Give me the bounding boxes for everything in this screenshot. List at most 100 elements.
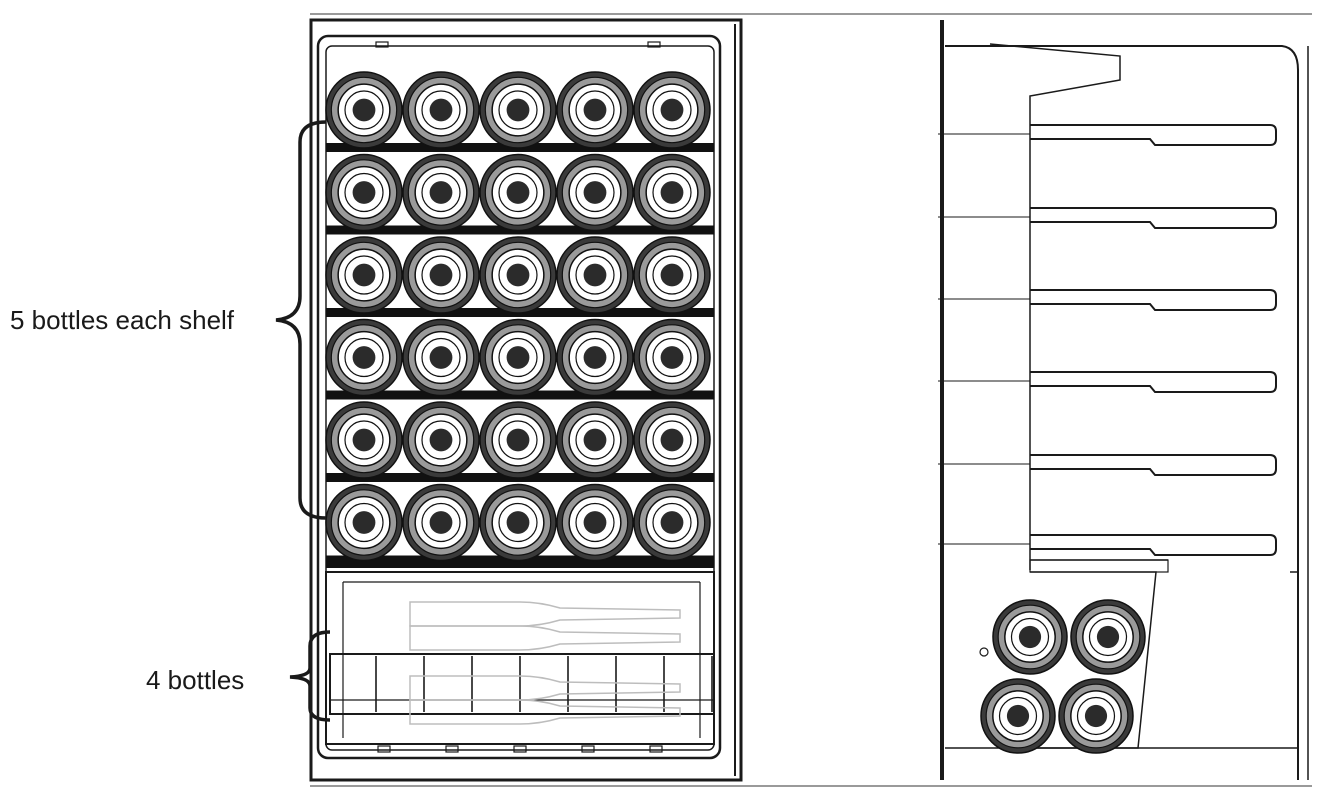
bottom-brace — [289, 630, 331, 722]
bottle — [992, 599, 1068, 675]
bottle-cork — [583, 263, 607, 287]
bottle — [325, 401, 403, 479]
bottle — [556, 483, 634, 562]
bottom-clip — [445, 745, 459, 753]
bottle — [633, 153, 711, 232]
bottle-cork — [1006, 704, 1030, 728]
bottle-cork — [583, 511, 607, 534]
bottle — [402, 318, 480, 397]
top-clip — [647, 41, 661, 48]
side-shelf — [1030, 207, 1277, 229]
bottle-cork — [583, 98, 607, 122]
bottom-clip — [377, 745, 391, 753]
bottle — [325, 483, 403, 562]
bottle-cork — [429, 428, 453, 452]
bottle — [479, 483, 557, 562]
ghost-bottle — [409, 699, 681, 725]
bottle — [325, 71, 403, 149]
bottle — [633, 236, 711, 314]
bottle-cork — [583, 181, 607, 204]
bottle — [556, 153, 634, 232]
bottle-cork — [660, 511, 684, 534]
bottle-cork — [429, 98, 453, 122]
side-shelf — [1030, 289, 1277, 311]
ghost-bottle — [409, 625, 681, 651]
side-shelf — [1030, 534, 1277, 556]
side-view — [940, 20, 1309, 780]
side-screw — [979, 647, 989, 657]
bottle-cork — [1084, 704, 1108, 728]
front-outer-frame — [309, 18, 743, 782]
bottle-cork — [1096, 625, 1120, 649]
bottle — [479, 153, 557, 232]
bottom-clip — [581, 745, 595, 753]
bottle — [633, 401, 711, 479]
bottle-cork — [660, 263, 684, 287]
ghost-bottle — [409, 675, 681, 701]
bottle — [479, 401, 557, 479]
bottle-cork — [352, 346, 376, 369]
top-clip — [375, 41, 389, 48]
bottle — [556, 236, 634, 314]
bottle — [325, 236, 403, 314]
ghost-bottle — [409, 601, 681, 627]
bottle — [402, 236, 480, 314]
bottle-cork — [352, 98, 376, 122]
bottle-cork — [583, 346, 607, 369]
bottle-cork — [1018, 625, 1042, 649]
bottle — [402, 483, 480, 562]
bottle-cork — [506, 98, 530, 122]
side-shelf — [1030, 124, 1277, 146]
bottle — [980, 678, 1056, 754]
bottle — [1058, 678, 1134, 754]
bottle-cork — [660, 428, 684, 452]
bottle-cork — [660, 346, 684, 369]
bottle — [556, 401, 634, 479]
bottle — [402, 153, 480, 232]
drawer-ghost-bottles — [409, 601, 681, 725]
bottle-cork — [352, 181, 376, 204]
bottle-cork — [660, 98, 684, 122]
bottle — [325, 153, 403, 232]
side-cabinet-outline — [945, 45, 1299, 780]
bottle — [556, 318, 634, 397]
bottle — [325, 318, 403, 397]
shelf-bar — [326, 556, 714, 568]
bottle — [402, 71, 480, 149]
side-shelves — [938, 124, 1277, 556]
bottom-capacity-label: 4 bottles — [146, 665, 245, 695]
bottle — [479, 318, 557, 397]
bottle — [633, 71, 711, 149]
bottle — [479, 236, 557, 314]
shelf-capacity-label: 5 bottles each shelf — [10, 305, 235, 335]
bottle-cork — [429, 511, 453, 534]
bottom-clip — [513, 745, 527, 753]
bottle — [479, 71, 557, 149]
bottle-cork — [506, 511, 530, 534]
bottle-cork — [660, 181, 684, 204]
bottle — [402, 401, 480, 479]
shelf-brace — [275, 120, 327, 520]
front-bottles — [325, 71, 711, 562]
bottle-cork — [352, 428, 376, 452]
bottle-cork — [506, 181, 530, 204]
side-shelf — [1030, 371, 1277, 393]
front-door-frame — [316, 34, 722, 760]
bottle-cork — [429, 263, 453, 287]
bottle — [1070, 599, 1146, 675]
bottle-cork — [506, 263, 530, 287]
bottom-clip — [649, 745, 663, 753]
bottle — [633, 318, 711, 397]
bottle — [633, 483, 711, 562]
drawer-rack — [329, 653, 715, 715]
side-bottom-ledge-rail — [1029, 559, 1169, 573]
bottle-cork — [583, 428, 607, 452]
bottle-cork — [429, 181, 453, 204]
bottle — [556, 71, 634, 149]
bottle-cork — [506, 346, 530, 369]
bottle-cork — [352, 263, 376, 287]
bottle-cork — [506, 428, 530, 452]
bottle-cork — [429, 346, 453, 369]
side-shelf — [1030, 454, 1277, 476]
